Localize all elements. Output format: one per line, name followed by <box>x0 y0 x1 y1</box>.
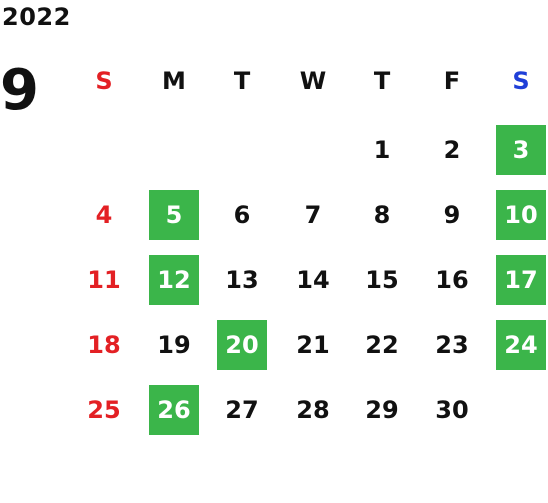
day-cell-15[interactable]: 15 <box>365 266 399 294</box>
weekday-header-2: T <box>233 67 251 95</box>
day-cell-20[interactable]: 20 <box>217 320 267 370</box>
day-cell-17[interactable]: 17 <box>496 255 546 305</box>
day-cell-16[interactable]: 16 <box>435 266 469 294</box>
day-cell-18[interactable]: 18 <box>87 331 121 359</box>
day-cell-27[interactable]: 27 <box>225 396 259 424</box>
day-cell-2[interactable]: 2 <box>443 136 461 164</box>
day-cell-26[interactable]: 26 <box>149 385 199 435</box>
day-cell-1[interactable]: 1 <box>373 136 391 164</box>
weekday-header-5: F <box>443 67 461 95</box>
day-cell-12[interactable]: 12 <box>149 255 199 305</box>
month-label: 9 <box>0 58 39 123</box>
weekday-header-6: S <box>512 67 530 95</box>
day-cell-6[interactable]: 6 <box>233 201 251 229</box>
day-cell-3[interactable]: 3 <box>496 125 546 175</box>
day-cell-11[interactable]: 11 <box>87 266 121 294</box>
day-cell-19[interactable]: 19 <box>157 331 191 359</box>
day-cell-4[interactable]: 4 <box>95 201 113 229</box>
year-label: 2022 <box>2 3 71 31</box>
day-cell-13[interactable]: 13 <box>225 266 259 294</box>
day-cell-23[interactable]: 23 <box>435 331 469 359</box>
day-cell-9[interactable]: 9 <box>443 201 461 229</box>
day-cell-22[interactable]: 22 <box>365 331 399 359</box>
day-cell-21[interactable]: 21 <box>296 331 330 359</box>
day-cell-24[interactable]: 24 <box>496 320 546 370</box>
day-cell-8[interactable]: 8 <box>373 201 391 229</box>
weekday-header-1: M <box>162 67 186 95</box>
day-cell-5[interactable]: 5 <box>149 190 199 240</box>
weekday-header-3: W <box>299 67 327 95</box>
day-cell-25[interactable]: 25 <box>87 396 121 424</box>
day-cell-7[interactable]: 7 <box>304 201 322 229</box>
day-cell-28[interactable]: 28 <box>296 396 330 424</box>
day-cell-10[interactable]: 10 <box>496 190 546 240</box>
day-cell-30[interactable]: 30 <box>435 396 469 424</box>
weekday-header-0: S <box>95 67 113 95</box>
day-cell-14[interactable]: 14 <box>296 266 330 294</box>
weekday-header-4: T <box>373 67 391 95</box>
day-cell-29[interactable]: 29 <box>365 396 399 424</box>
